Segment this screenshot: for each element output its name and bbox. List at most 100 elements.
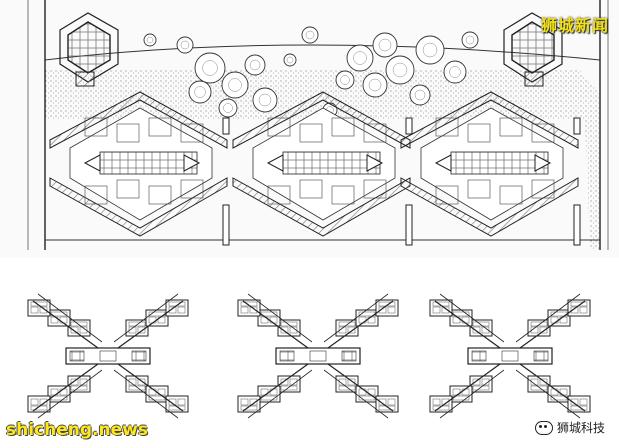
apartment-unit (527, 375, 551, 393)
pavilion-left (59, 12, 119, 87)
wall (117, 363, 184, 412)
apartment-unit (145, 309, 169, 327)
room (472, 326, 481, 334)
room (177, 306, 186, 314)
wing (113, 293, 189, 349)
site-block-2 (232, 91, 413, 246)
building-blocks-site (49, 91, 581, 246)
apartment-unit (429, 299, 453, 317)
wall (32, 300, 99, 349)
tree-canopy (340, 75, 350, 85)
room (432, 398, 441, 406)
wing (323, 293, 399, 349)
room (249, 306, 258, 314)
wall (327, 300, 394, 349)
floor-plan-1 (27, 293, 189, 419)
wall (323, 369, 389, 419)
roof-wing (400, 177, 579, 237)
wing (237, 293, 313, 349)
wing (27, 293, 103, 349)
room (39, 398, 48, 406)
lift-core (131, 350, 147, 362)
unit (84, 117, 108, 137)
wall (242, 363, 309, 412)
arrow-mark (366, 154, 384, 172)
tree (346, 44, 374, 72)
apartment-unit (527, 319, 551, 337)
unit (531, 123, 555, 143)
room (168, 398, 177, 406)
unit (299, 179, 323, 199)
room (338, 321, 356, 327)
wall (32, 363, 99, 412)
unit (180, 179, 204, 199)
apartment-unit (67, 375, 91, 393)
arrow-mark (266, 154, 284, 172)
wall (242, 300, 309, 349)
apartment-unit (125, 319, 149, 337)
room (39, 306, 48, 314)
room (387, 398, 396, 406)
wall (519, 300, 586, 349)
watermark-bottom-right: 狮城科技 (534, 419, 605, 436)
unit (363, 179, 387, 199)
tree-canopy (223, 103, 233, 113)
wall (247, 293, 313, 343)
apartment-unit (547, 385, 571, 403)
room (378, 306, 387, 314)
apartment-unit (335, 375, 359, 393)
room (249, 398, 258, 406)
arrow-mark (183, 154, 201, 172)
room (347, 326, 356, 334)
corridor (450, 151, 549, 175)
room (70, 378, 79, 386)
tree-canopy (392, 62, 408, 78)
room (570, 306, 579, 314)
tree-canopy (465, 35, 475, 45)
room (280, 378, 289, 386)
tree-canopy (286, 56, 294, 64)
roof-wing (400, 91, 579, 149)
lift-core (471, 350, 487, 362)
room (137, 378, 146, 386)
wall (37, 293, 103, 343)
room (177, 398, 186, 406)
room (338, 385, 356, 391)
lift-core (341, 350, 357, 362)
wall (439, 293, 505, 343)
apartment-unit (449, 385, 473, 403)
roof-wing (49, 91, 228, 149)
room (432, 306, 441, 314)
room (472, 385, 490, 391)
wing (429, 293, 505, 349)
wall (327, 363, 394, 412)
watermark-top-right: 狮城新闻 (540, 16, 609, 35)
roof-wing (49, 177, 228, 237)
wall (117, 300, 184, 349)
tree-canopy (422, 42, 438, 58)
room (128, 378, 137, 386)
apartment-unit (257, 309, 281, 327)
room (472, 378, 481, 386)
apartment-unit (277, 319, 301, 337)
room (472, 321, 490, 327)
unit (267, 117, 291, 137)
wall (323, 293, 389, 343)
lift-core (69, 350, 85, 362)
room (441, 306, 450, 314)
room (530, 326, 539, 334)
tree (415, 35, 445, 65)
apartment-unit (429, 395, 453, 413)
wing (113, 363, 189, 419)
room (441, 398, 450, 406)
tree (362, 72, 388, 98)
wing (27, 363, 103, 419)
room (530, 378, 539, 386)
wall (37, 369, 103, 419)
room (481, 326, 490, 334)
tree-canopy (353, 51, 367, 65)
unit (299, 123, 323, 143)
apartment-unit (567, 395, 591, 413)
connector (405, 204, 413, 246)
wechat-icon (534, 420, 553, 435)
